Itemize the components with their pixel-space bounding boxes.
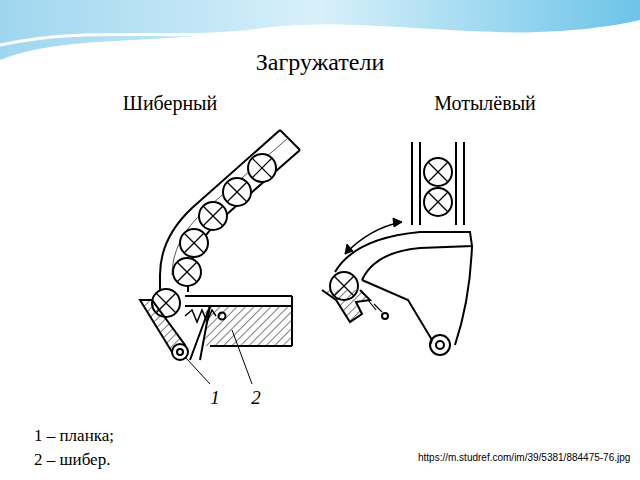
wave-line [0,22,640,45]
callout-number: 2 [251,387,261,409]
source-watermark: https://m.studref.com/im/39/5381/884475-… [418,452,630,463]
slide-title: Загружатели [256,49,384,76]
gate-loader [140,130,300,384]
crank-loader [322,142,472,355]
legend-note: 2 – шибер. [34,450,110,470]
loader-type: Мотылёвый [434,92,536,115]
legend-note: 1 – планка; [34,426,114,446]
loader-type: Шиберный [123,92,218,115]
callout-number: 1 [210,387,220,409]
